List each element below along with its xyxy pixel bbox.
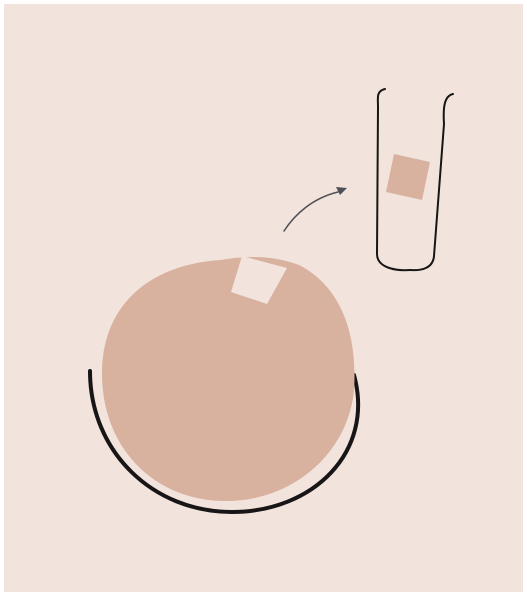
sample-transfer-diagram xyxy=(4,4,523,592)
illustration-panel xyxy=(4,4,523,592)
tissue-disc xyxy=(102,257,355,501)
tissue-sample-in-tube xyxy=(386,154,430,200)
